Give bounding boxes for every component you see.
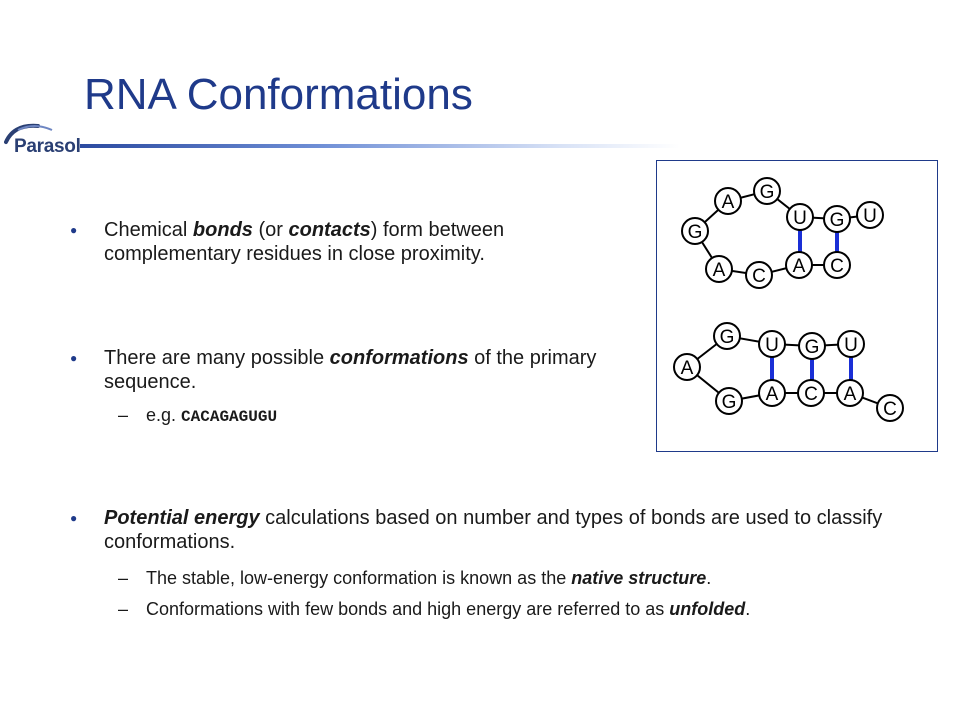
slide-title: RNA Conformations [84,70,473,119]
nucleotide: A [681,358,694,379]
text-run: Conformations with few bonds and high en… [146,599,670,619]
text-run: of the primary sequence. [104,347,597,393]
nucleotide: G [688,222,703,243]
nucleotide: U [844,335,858,356]
term-bonds: bonds [192,219,253,241]
parasol-swoosh-icon [4,123,53,144]
dash-icon: – [118,599,129,619]
bullet-chemical-bonds: ● Chemical bonds (or contacts) form betw… [70,218,544,266]
sub-bullet-unfolded: – Conformations with few bonds and high … [118,598,866,621]
text-run: (or [252,219,289,241]
nucleotide: C [752,266,766,287]
nucleotide: G [760,182,775,203]
text-run: . [706,568,712,588]
term-potential-energy: Potential energy [104,507,260,529]
text-run: . [745,599,751,619]
term-conformations: conformations [329,347,469,369]
nucleotide: A [793,256,806,277]
example-sequence: CACAGAGUGU [181,408,278,426]
nucleotide: U [765,335,779,356]
text-run: Chemical [104,219,193,241]
nucleotide: U [863,206,877,227]
nucleotide: A [722,192,735,213]
nucleotide: U [793,208,807,229]
nucleotide: A [844,384,857,405]
rna-structure-top: A G G A C U A G C U [681,177,884,289]
dash-icon: – [118,405,129,425]
nucleotide: G [830,210,845,231]
term-contacts: contacts [288,219,371,241]
rna-diagram: A G G A C U A G C U [673,177,904,422]
rna-structure-bottom: A G G U A G C U A C [673,322,904,422]
nucleotide: A [766,384,779,405]
nucleotide: C [883,399,897,420]
term-unfolded: unfolded [669,599,746,619]
bullet-dot-icon: ● [70,511,78,525]
rna-diagram-frame: A G G A C U A G C U [656,160,938,452]
nucleotide: G [722,392,737,413]
text-run: calculations based on number and types o… [104,507,883,553]
sub-bullet-example: – e.g. CACAGAGUGU [118,404,546,429]
nucleotide: A [713,260,726,281]
bullet-dot-icon: ● [70,223,78,237]
text-run: ) form between complementary residues in… [104,219,505,265]
term-native-structure: native structure [571,568,707,588]
nucleotide: G [720,327,735,348]
title-underline [80,144,680,148]
text-run: The stable, low-energy conformation is k… [146,568,572,588]
parasol-logo: Parasol [4,122,81,160]
bullet-dot-icon: ● [70,351,78,365]
nucleotide: G [805,337,820,358]
nucleotide: C [830,256,844,277]
dash-icon: – [118,568,129,588]
bullet-conformations: ● There are many possible conformations … [70,346,614,394]
sub-bullet-native: – The stable, low-energy conformation is… [118,567,936,590]
text-run: There are many possible [104,347,330,369]
example-prefix: e.g. [146,405,182,425]
nucleotide: C [804,384,818,405]
bullet-potential-energy: ● Potential energy calculations based on… [70,506,924,554]
logo-text: Parasol [14,136,81,157]
